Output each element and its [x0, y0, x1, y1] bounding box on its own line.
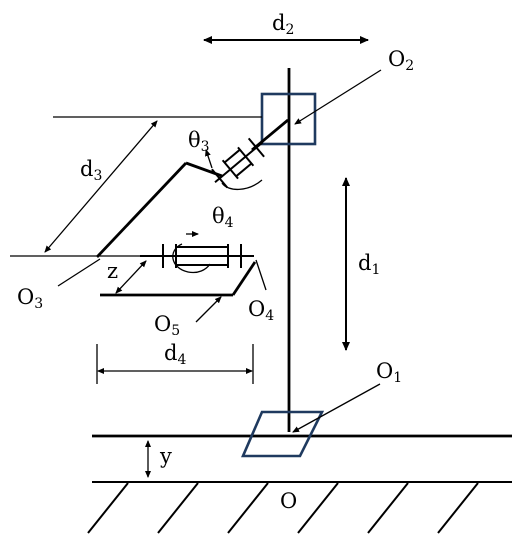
theta4-joint: [140, 244, 254, 268]
o2-leader: [294, 69, 382, 125]
label-d3: d3: [80, 157, 102, 184]
theta4-rotation-arrow: [172, 243, 211, 274]
label-d1: d1: [358, 251, 380, 278]
o3-leader: [57, 258, 101, 287]
label-d2: d2: [272, 11, 294, 38]
theta3-pointer-arrow: [205, 149, 213, 169]
o5-leader: [195, 296, 222, 323]
o2-square-frame: [260, 92, 317, 146]
label-d4: d4: [164, 341, 186, 368]
end-effector-link: [231, 261, 257, 296]
label-o1: O1: [376, 359, 402, 386]
label-o2: O2: [388, 47, 414, 74]
theta3-rotation-arrow: [221, 179, 263, 191]
label-o: O: [280, 489, 297, 513]
o1-base-frame: [241, 410, 325, 458]
o1-leader: [292, 383, 381, 433]
label-o4: O4: [248, 297, 274, 324]
o4-leader: [255, 259, 267, 291]
d3-dimension-arrow: [44, 120, 158, 253]
label-y: y: [159, 444, 172, 468]
z-dimension-arrow: [115, 260, 147, 294]
floor-hatching: [87, 482, 479, 534]
label-z: z: [107, 259, 118, 283]
label-o5: O5: [154, 312, 180, 339]
theta3-joint: [211, 137, 265, 189]
arm-link-diagonal: [95, 162, 188, 258]
label-theta3: θ3: [188, 128, 210, 155]
label-o3: O3: [17, 285, 43, 312]
label-theta4: θ4: [212, 204, 234, 231]
